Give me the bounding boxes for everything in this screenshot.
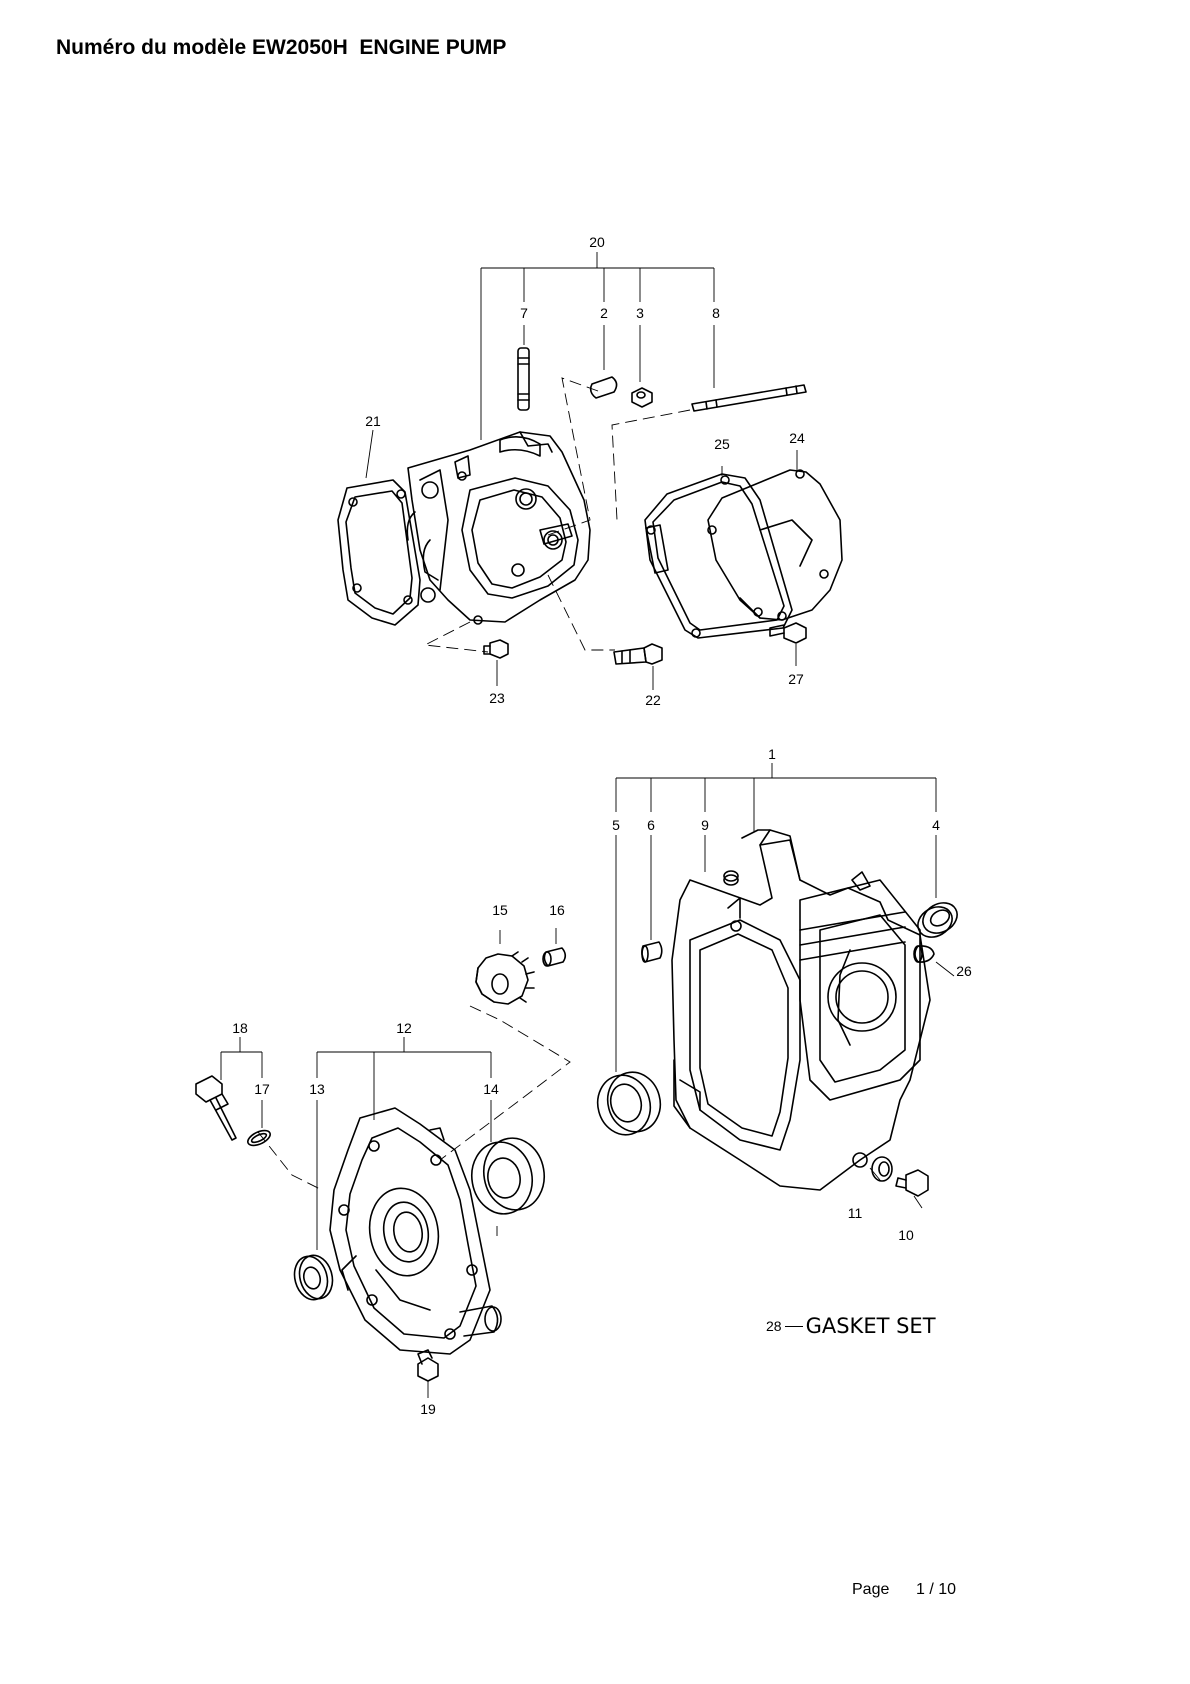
part-5-oil-seal [596,1071,662,1136]
part-7-stud [517,347,530,411]
part-24-rocker-cover [707,469,843,621]
callout-1: 1 [768,746,776,762]
part-25-cover-gasket [644,473,793,639]
callout-7: 7 [520,305,528,321]
part-18-oil-dipstick [195,1075,237,1141]
part-22-bolt [613,643,663,665]
callout-14: 14 [483,1081,499,1097]
callout-25: 25 [714,436,730,452]
callout-2: 2 [600,305,608,321]
callout-20: 20 [589,234,605,250]
leader-20 [365,252,715,479]
gasket-set-dash [784,1325,803,1327]
part-13-seal [293,1254,334,1301]
gasket-set-label: GASKET SET [805,1314,936,1338]
part-4-oil-seal [917,902,958,938]
part-26-dowel [913,945,935,963]
leader-1 [615,763,955,1209]
assembly-guides-lower [257,1005,571,1191]
cylinder-head-group [337,252,843,690]
crankcase-cover-group [195,928,571,1398]
part-23-bolt [483,639,509,659]
gasket-set-callout: 28 GASKET SET [766,1314,936,1338]
page-number: 1 / 10 [916,1581,957,1598]
callout-19: 19 [420,1401,436,1417]
callout-11: 11 [848,1205,863,1221]
part-15-gear [475,951,535,1005]
part-27-bolt [769,622,807,644]
callout-15: 15 [492,902,508,918]
part-9-nut [723,870,739,886]
part-10-drain-plug [895,1169,929,1197]
callout-27: 27 [788,671,804,687]
leaders-upper [496,450,798,690]
crankcase [671,829,931,1191]
part-6-dowel [641,941,663,963]
callout-10: 10 [898,1227,914,1243]
part-3-nut [631,387,653,408]
part-2-dowel [589,376,618,399]
callout-13: 13 [309,1081,325,1097]
gasket-set-number: 28 [766,1318,782,1334]
page-footer: Page 1 / 10 [852,1581,956,1599]
part-14-oil-seal [471,1137,545,1215]
callout-22: 22 [645,692,661,708]
callout-5: 5 [612,817,620,833]
callout-16: 16 [549,902,565,918]
callout-23: 23 [489,690,505,706]
leader-12-18 [220,928,557,1398]
callout-8: 8 [712,305,720,321]
cylinder-head [406,431,591,625]
part-19-bolt [417,1349,439,1382]
callout-18: 18 [232,1020,248,1036]
part-21-head-gasket [337,479,421,626]
part-16-pin [542,947,567,967]
callout-9: 9 [701,817,709,833]
page-label: Page [852,1581,890,1598]
callout-4: 4 [932,817,940,833]
callout-12: 12 [396,1020,412,1036]
callout-3: 3 [636,305,644,321]
callout-17: 17 [254,1081,270,1097]
part-11-washer [871,1156,893,1182]
part-8-long-stud [691,384,807,412]
callout-21: 21 [365,413,381,429]
callout-26: 26 [956,963,972,979]
callout-24: 24 [789,430,805,446]
callout-labels: 20 7 2 3 8 21 25 24 27 23 22 1 5 6 9 4 2… [232,234,972,1417]
crankcase-group [596,763,958,1209]
page-title: Numéro du modèle EW2050H ENGINE PUMP [56,36,507,59]
callout-6: 6 [647,817,655,833]
part-12-crankcase-cover [329,1107,502,1355]
part-17-o-ring [247,1129,271,1147]
